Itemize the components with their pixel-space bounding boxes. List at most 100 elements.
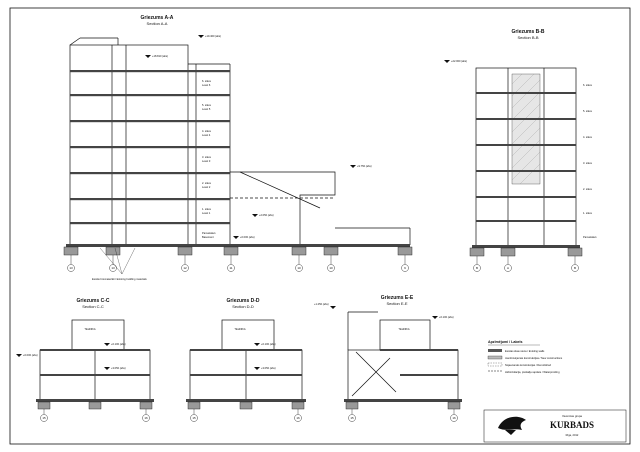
floor-label: 2. stāvs (202, 181, 212, 185)
floor-label: Level 6 (202, 83, 211, 87)
axis-label: 12 (183, 266, 187, 270)
section-ee-subtitle: Section E-E (386, 301, 407, 306)
floor-label: Level 5 (202, 107, 211, 111)
section-ee-title: Griezums E-E (381, 295, 414, 301)
floor-label: Basement (202, 235, 214, 239)
section-cc-axes (40, 409, 150, 422)
section-aa: Griezums A-A Section A-A (63, 15, 413, 281)
section-ee-axes (348, 409, 458, 422)
section-aa-axis-labels: 13 13 12 11 10 10 9 (69, 266, 406, 270)
room-label: TEHNIKA (398, 327, 410, 331)
legend-item: Esošas ēkas siena / Existing walls (505, 349, 545, 353)
elevation-mark: +3.050 (abs) (261, 366, 276, 370)
elevation-mark: +0.000 (abs) (240, 235, 255, 239)
section-aa-floor-slabs (66, 70, 410, 247)
floor-label: 4. stāvs (202, 129, 212, 133)
floor-label: 3. stāvs (583, 161, 593, 165)
section-bb-floor-slabs (472, 92, 580, 248)
elevation-mark: +1.250 (abs) (314, 302, 329, 306)
sheet-frame (9, 7, 631, 445)
floor-label: 1. stāvs (583, 211, 593, 215)
axis-label: 16 (452, 416, 456, 420)
elevation-mark: +6.100 (abs) (111, 342, 126, 346)
axis-label: 15 (42, 416, 46, 420)
axis-label: 16 (144, 416, 148, 420)
legend-title: Apzīmējumi / Labels (488, 340, 523, 344)
floor-label: 6. stāvs (202, 79, 212, 83)
section-bb-elevations: +22.000 (abs) (444, 59, 467, 63)
section-cc-elevations: +6.100 (abs) +3.050 (abs) +0.000 (abs) (16, 342, 126, 370)
legend-item: Nojaucamās konstrukcijas / Demolished (505, 363, 552, 367)
elevation-mark: +0.000 (abs) (23, 353, 38, 357)
note-text: Esošie būvmateriāli / Existing building … (92, 277, 147, 281)
section-ee-foundations (345, 401, 461, 410)
section-aa-note: Esošie būvmateriāli / Existing building … (92, 247, 147, 281)
legend-item: Jaunbūvējamās konstrukcijas / New constr… (505, 356, 563, 360)
elevation-mark: +6.100 (abs) (261, 342, 276, 346)
section-aa-foundations (63, 246, 413, 256)
floor-label: 5. stāvs (202, 103, 212, 107)
axis-label: 15 (192, 416, 196, 420)
section-dd-subtitle: Section D-D (232, 304, 254, 309)
axis-label: 9 (404, 266, 406, 270)
floor-label: 1. stāvs (202, 207, 212, 211)
legend: Apzīmējumi / Labels Esošas ēkas siena / … (487, 340, 563, 374)
section-ee-elevations: +1.250 (abs) +6.100 (abs) (314, 302, 454, 319)
section-dd-foundations (187, 401, 305, 410)
room-label: TEHNIKA (234, 327, 246, 331)
kurbads-logo-icon (498, 416, 526, 435)
axis-label: 13 (69, 266, 73, 270)
elevation-mark: +22.000 (abs) (451, 59, 467, 63)
axis-label: 11 (229, 266, 232, 270)
section-aa-axes (67, 255, 409, 272)
room-label: TEHNIKA (84, 327, 96, 331)
title-block: Viesnīcas grupa KURBADS Rīga, 2012 (483, 409, 627, 443)
section-dd: Griezums D-D Section D-D TEHNIKA +6.100 … (186, 298, 306, 422)
section-aa-elevations: +19.400 (abs) +18.810 (abs) +9.750 (abs)… (145, 34, 372, 239)
axis-label: A (507, 266, 509, 270)
section-cc-subtitle: Section C-C (82, 304, 104, 309)
section-dd-title: Griezums D-D (226, 298, 259, 304)
section-ee: Griezums E-E Section E-E TEHNIKA +1.250 … (314, 295, 462, 422)
section-bb-title: Griezums B-B (511, 29, 544, 35)
logo-brand: KURBADS (550, 420, 594, 430)
axis-label: 16 (296, 416, 300, 420)
section-cc-foundations (37, 401, 153, 410)
elevation-mark: +6.100 (abs) (439, 315, 454, 319)
section-bb-foundations (469, 247, 583, 257)
section-dd-axes (190, 409, 302, 422)
axis-label: B (574, 266, 576, 270)
axis-label: 15 (350, 416, 354, 420)
floor-label: Level 4 (202, 133, 211, 137)
section-cc: Griezums C-C Section C-C TEHNIKA +6.100 … (16, 298, 154, 422)
title-block-frame (483, 409, 627, 443)
section-dd-slabs (186, 349, 306, 402)
floor-label: Pamatstāvs (583, 235, 597, 239)
axis-label: 13 (111, 266, 115, 270)
floor-label: Level 2 (202, 185, 211, 189)
section-cc-building (39, 319, 151, 401)
floor-label: Pamatstāvs (202, 231, 216, 235)
section-bb-hatched-core (511, 73, 541, 185)
section-dd-building (189, 319, 303, 401)
elevation-mark: +19.400 (abs) (205, 34, 221, 38)
section-bb-subtitle: Section B-B (517, 35, 538, 40)
legend-swatch (487, 362, 503, 367)
section-bb-floor-labels: 6. stāvs 5. stāvs 4. stāvs 3. stāvs 2. s… (583, 83, 597, 239)
legend-swatch (488, 349, 502, 352)
elevation-mark: +2.050 (abs) (259, 213, 274, 217)
section-aa-subtitle: Section A-A (147, 21, 168, 26)
section-ee-slabs (344, 349, 462, 402)
floor-label: 3. stāvs (202, 155, 212, 159)
logo-caption: Rīga, 2012 (566, 433, 579, 437)
section-aa-title: Griezums A-A (141, 15, 174, 21)
axis-label: B (476, 266, 478, 270)
section-cc-title: Griezums C-C (76, 298, 109, 304)
section-cc-slabs (36, 349, 154, 402)
section-ee-building (347, 311, 459, 401)
section-aa-building (69, 37, 411, 246)
floor-label: 6. stāvs (583, 83, 593, 87)
axis-label: 10 (329, 266, 333, 270)
legend-item: Hidroizolācija, pretkaļķu apdare / Water… (505, 370, 560, 374)
floor-label: Level 1 (202, 211, 211, 215)
